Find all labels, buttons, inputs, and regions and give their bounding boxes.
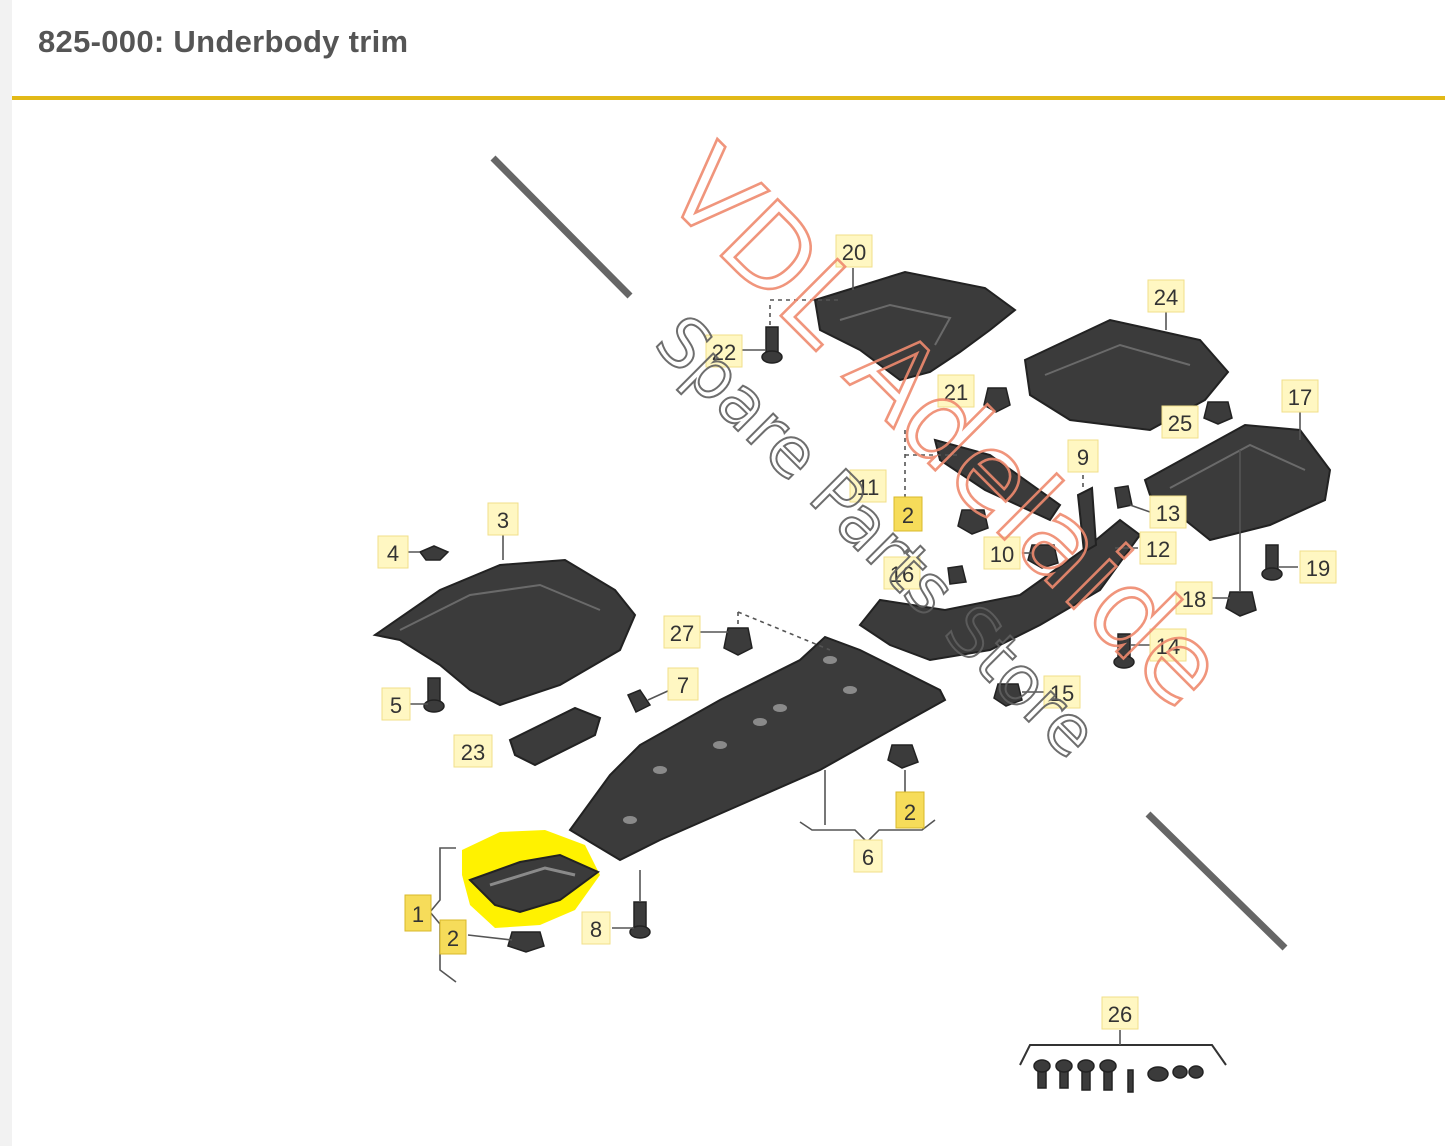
part-3-detail xyxy=(399,583,601,631)
callout-2-upper[interactable]: 2 xyxy=(893,496,923,532)
callout-21-label: 21 xyxy=(944,380,968,405)
callout-19-label: 19 xyxy=(1306,556,1330,581)
page-title: 825-000: Underbody trim xyxy=(38,24,409,59)
callout-26-label: 26 xyxy=(1108,1002,1132,1027)
callout-27[interactable]: 27 xyxy=(663,615,701,649)
callout-12[interactable]: 12 xyxy=(1139,531,1177,565)
part-26-kit xyxy=(1033,1059,1204,1093)
part-23-grille xyxy=(508,706,602,767)
callout-7-label: 7 xyxy=(677,673,689,698)
callout-10-label: 10 xyxy=(990,542,1014,567)
part-20-panel xyxy=(813,270,1017,382)
part-17-detail xyxy=(1169,443,1306,489)
callout-16-label: 16 xyxy=(890,562,914,587)
callout-11-label: 11 xyxy=(857,475,880,500)
leader-lines-solid xyxy=(400,268,1301,1045)
part-3-panel xyxy=(372,558,637,707)
callout-17[interactable]: 17 xyxy=(1281,379,1319,413)
part-9-clip xyxy=(1076,486,1098,554)
part-26-bracket xyxy=(1019,1044,1227,1066)
watermark-rule-top xyxy=(490,155,633,299)
callout-5-label: 5 xyxy=(390,693,402,718)
callout-9-label: 9 xyxy=(1077,445,1089,470)
callout-5[interactable]: 5 xyxy=(381,687,411,721)
callout-1[interactable]: 1 xyxy=(404,894,432,932)
part-1-detail xyxy=(489,866,576,887)
callout-24[interactable]: 24 xyxy=(1147,279,1185,313)
callout-2-lower[interactable]: 2 xyxy=(439,919,467,955)
callout-27-label: 27 xyxy=(670,621,694,646)
callout-12-label: 12 xyxy=(1146,537,1170,562)
callout-8-label: 8 xyxy=(590,917,602,942)
part-24-panel xyxy=(1023,318,1230,432)
callout-22[interactable]: 22 xyxy=(705,334,743,368)
callout-13-label: 13 xyxy=(1156,501,1180,526)
callout-19[interactable]: 19 xyxy=(1299,550,1337,584)
callout-23-label: 23 xyxy=(461,740,485,765)
page-left-margin xyxy=(0,0,12,1146)
callout-15[interactable]: 15 xyxy=(1043,675,1081,709)
callout-17-label: 17 xyxy=(1288,385,1312,410)
callout-3-label: 3 xyxy=(497,508,509,533)
callout-13[interactable]: 13 xyxy=(1149,495,1187,529)
callout-26[interactable]: 26 xyxy=(1101,996,1139,1030)
callout-1-label: 1 xyxy=(412,902,424,927)
callout-11[interactable]: 11 xyxy=(849,469,887,503)
callout-4-label: 4 xyxy=(387,541,399,566)
watermark-rule-bottom xyxy=(1145,811,1288,951)
callout-25-label: 25 xyxy=(1168,411,1192,436)
callout-10[interactable]: 10 xyxy=(983,536,1021,570)
callout-21[interactable]: 21 xyxy=(937,374,975,408)
callout-7[interactable]: 7 xyxy=(667,667,699,701)
callout-2-middle[interactable]: 2 xyxy=(895,791,925,829)
callout-23[interactable]: 23 xyxy=(453,734,493,768)
header-divider xyxy=(12,96,1445,100)
callout-14[interactable]: 14 xyxy=(1149,628,1187,662)
part-6-holes xyxy=(623,656,857,824)
callout-22-label: 22 xyxy=(712,340,736,365)
callout-18[interactable]: 18 xyxy=(1175,581,1213,615)
callout-6[interactable]: 6 xyxy=(853,839,883,873)
page-header: 825-000: Underbody trim xyxy=(12,0,1445,98)
callout-24-label: 24 xyxy=(1154,285,1178,310)
callout-2-middle-label: 2 xyxy=(904,800,916,825)
fasteners xyxy=(418,326,1283,953)
part-1-shield[interactable] xyxy=(468,853,600,914)
callout-2-upper-label: 2 xyxy=(902,503,914,528)
callout-14-label: 14 xyxy=(1156,634,1180,659)
callout-15-label: 15 xyxy=(1050,681,1074,706)
callout-20-label: 20 xyxy=(842,240,866,265)
part-24-detail xyxy=(1044,343,1191,376)
callout-18-label: 18 xyxy=(1182,587,1206,612)
part-20-detail xyxy=(839,303,952,346)
callout-20[interactable]: 20 xyxy=(835,234,873,268)
callout-8[interactable]: 8 xyxy=(581,911,611,945)
callout-4[interactable]: 4 xyxy=(377,535,409,569)
callout-9[interactable]: 9 xyxy=(1067,439,1099,473)
callout-16[interactable]: 16 xyxy=(883,556,921,590)
part-6-panel xyxy=(568,635,947,862)
callout-25[interactable]: 25 xyxy=(1161,405,1199,439)
callout-3[interactable]: 3 xyxy=(487,502,519,536)
part-11-bracket xyxy=(933,438,1062,522)
callout-2-lower-label: 2 xyxy=(447,926,459,951)
leader-lines xyxy=(737,299,1084,651)
callout-6-label: 6 xyxy=(862,845,874,870)
